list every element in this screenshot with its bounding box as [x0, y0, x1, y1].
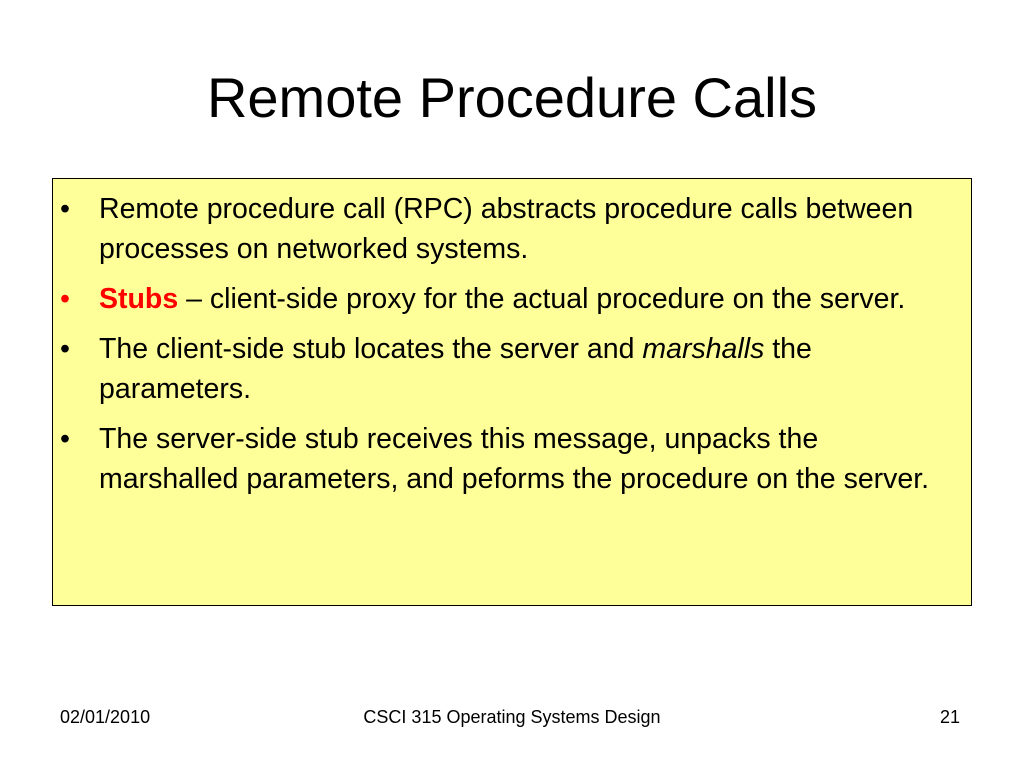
content-box: • Remote procedure call (RPC) abstracts …: [52, 178, 972, 606]
slide-title: Remote Procedure Calls: [206, 66, 818, 129]
bullet-marker: •: [60, 283, 70, 315]
bullet-emphasis: marshalls: [642, 333, 765, 365]
footer-date: 02/01/2010: [60, 707, 151, 727]
bullet-list: • Remote procedure call (RPC) abstracts …: [53, 189, 971, 509]
bullet-text: – client-side proxy for the actual proce…: [178, 283, 906, 315]
bullet-text: Remote procedure call (RPC) abstracts pr…: [99, 193, 914, 265]
bullet-item: • The client-side stub locates the serve…: [53, 329, 971, 409]
bullet-marker: •: [60, 193, 70, 225]
bullet-text: The client-side stub locates the server …: [99, 333, 643, 365]
bullet-marker: •: [60, 333, 70, 365]
bullet-item: • The server-side stub receives this mes…: [53, 419, 971, 499]
footer-course-title: CSCI 315 Operating Systems Design: [363, 707, 661, 727]
bullet-term: Stubs: [99, 283, 179, 315]
bullet-marker: •: [60, 423, 70, 455]
bullet-text: The server-side stub receives this messa…: [99, 423, 930, 495]
page-number: 21: [939, 707, 960, 727]
bullet-text: the parameters.: [99, 333, 812, 405]
bullet-item: • Remote procedure call (RPC) abstracts …: [53, 189, 971, 269]
bullet-item: • Stubs – client-side proxy for the actu…: [53, 279, 971, 319]
